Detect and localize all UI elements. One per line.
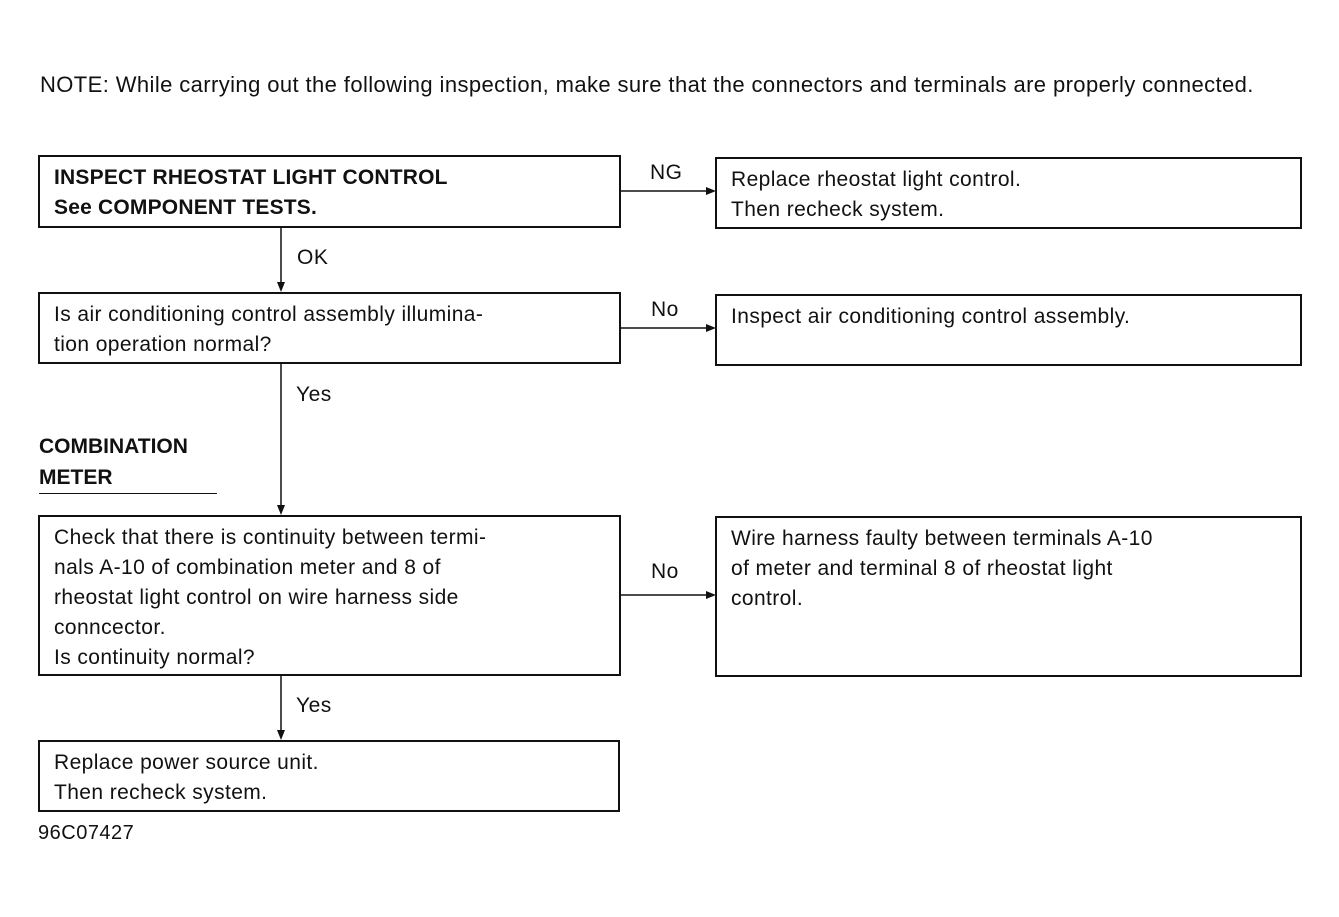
arrowhead-yes-2 bbox=[277, 730, 285, 740]
step-line: INSPECT RHEOSTAT LIGHT CONTROL bbox=[54, 166, 448, 189]
step-line: conncector. bbox=[54, 616, 166, 639]
branch-label-yes-1: Yes bbox=[296, 383, 332, 406]
arrowhead-ok bbox=[277, 282, 285, 292]
step-wire-harness-faulty: Wire harness faulty between terminals A-… bbox=[715, 516, 1302, 677]
step-line: nals A-10 of combination meter and 8 of bbox=[54, 556, 441, 579]
step-line: Check that there is continuity between t… bbox=[54, 526, 487, 549]
step-line: Inspect air conditioning control assembl… bbox=[731, 305, 1131, 328]
step-ac-illumination-question: Is air conditioning control assembly ill… bbox=[38, 292, 621, 364]
branch-label-no-2: No bbox=[651, 560, 679, 583]
arrowhead-yes-1 bbox=[277, 505, 285, 515]
step-line: Then recheck system. bbox=[731, 198, 945, 221]
step-line: rheostat light control on wire harness s… bbox=[54, 586, 459, 609]
arrowhead-no-2 bbox=[706, 591, 716, 599]
step-inspect-ac-control: Inspect air conditioning control assembl… bbox=[715, 294, 1302, 366]
branch-label-yes-2: Yes bbox=[296, 694, 332, 717]
branch-label-no-1: No bbox=[651, 298, 679, 321]
step-line: of meter and terminal 8 of rheostat ligh… bbox=[731, 557, 1113, 580]
step-continuity-check: Check that there is continuity between t… bbox=[38, 515, 621, 676]
step-line: Replace power source unit. bbox=[54, 751, 319, 774]
section-title-line: METER bbox=[39, 466, 113, 489]
step-line: Is air conditioning control assembly ill… bbox=[54, 303, 484, 326]
note-text: NOTE: While carrying out the following i… bbox=[40, 72, 1254, 97]
step-line: Wire harness faulty between terminals A-… bbox=[731, 527, 1153, 550]
step-line: Replace rheostat light control. bbox=[731, 168, 1022, 191]
branch-label-ok: OK bbox=[297, 246, 329, 269]
figure-id: 96C07427 bbox=[38, 822, 135, 844]
step-line: control. bbox=[731, 587, 804, 610]
section-title: COMBINATION METER bbox=[39, 431, 217, 494]
step-inspect-rheostat: INSPECT RHEOSTAT LIGHT CONTROL See COMPO… bbox=[38, 155, 621, 228]
section-title-line: COMBINATION bbox=[39, 435, 188, 458]
step-replace-rheostat: Replace rheostat light control. Then rec… bbox=[715, 157, 1302, 229]
arrowhead-ng bbox=[706, 187, 716, 195]
step-replace-power-source: Replace power source unit. Then recheck … bbox=[38, 740, 620, 812]
step-line: Is continuity normal? bbox=[54, 646, 255, 669]
step-line: Then recheck system. bbox=[54, 781, 268, 804]
step-line: See COMPONENT TESTS. bbox=[54, 196, 318, 219]
arrowhead-no-1 bbox=[706, 324, 716, 332]
step-line: tion operation normal? bbox=[54, 333, 272, 356]
branch-label-ng: NG bbox=[650, 161, 683, 184]
